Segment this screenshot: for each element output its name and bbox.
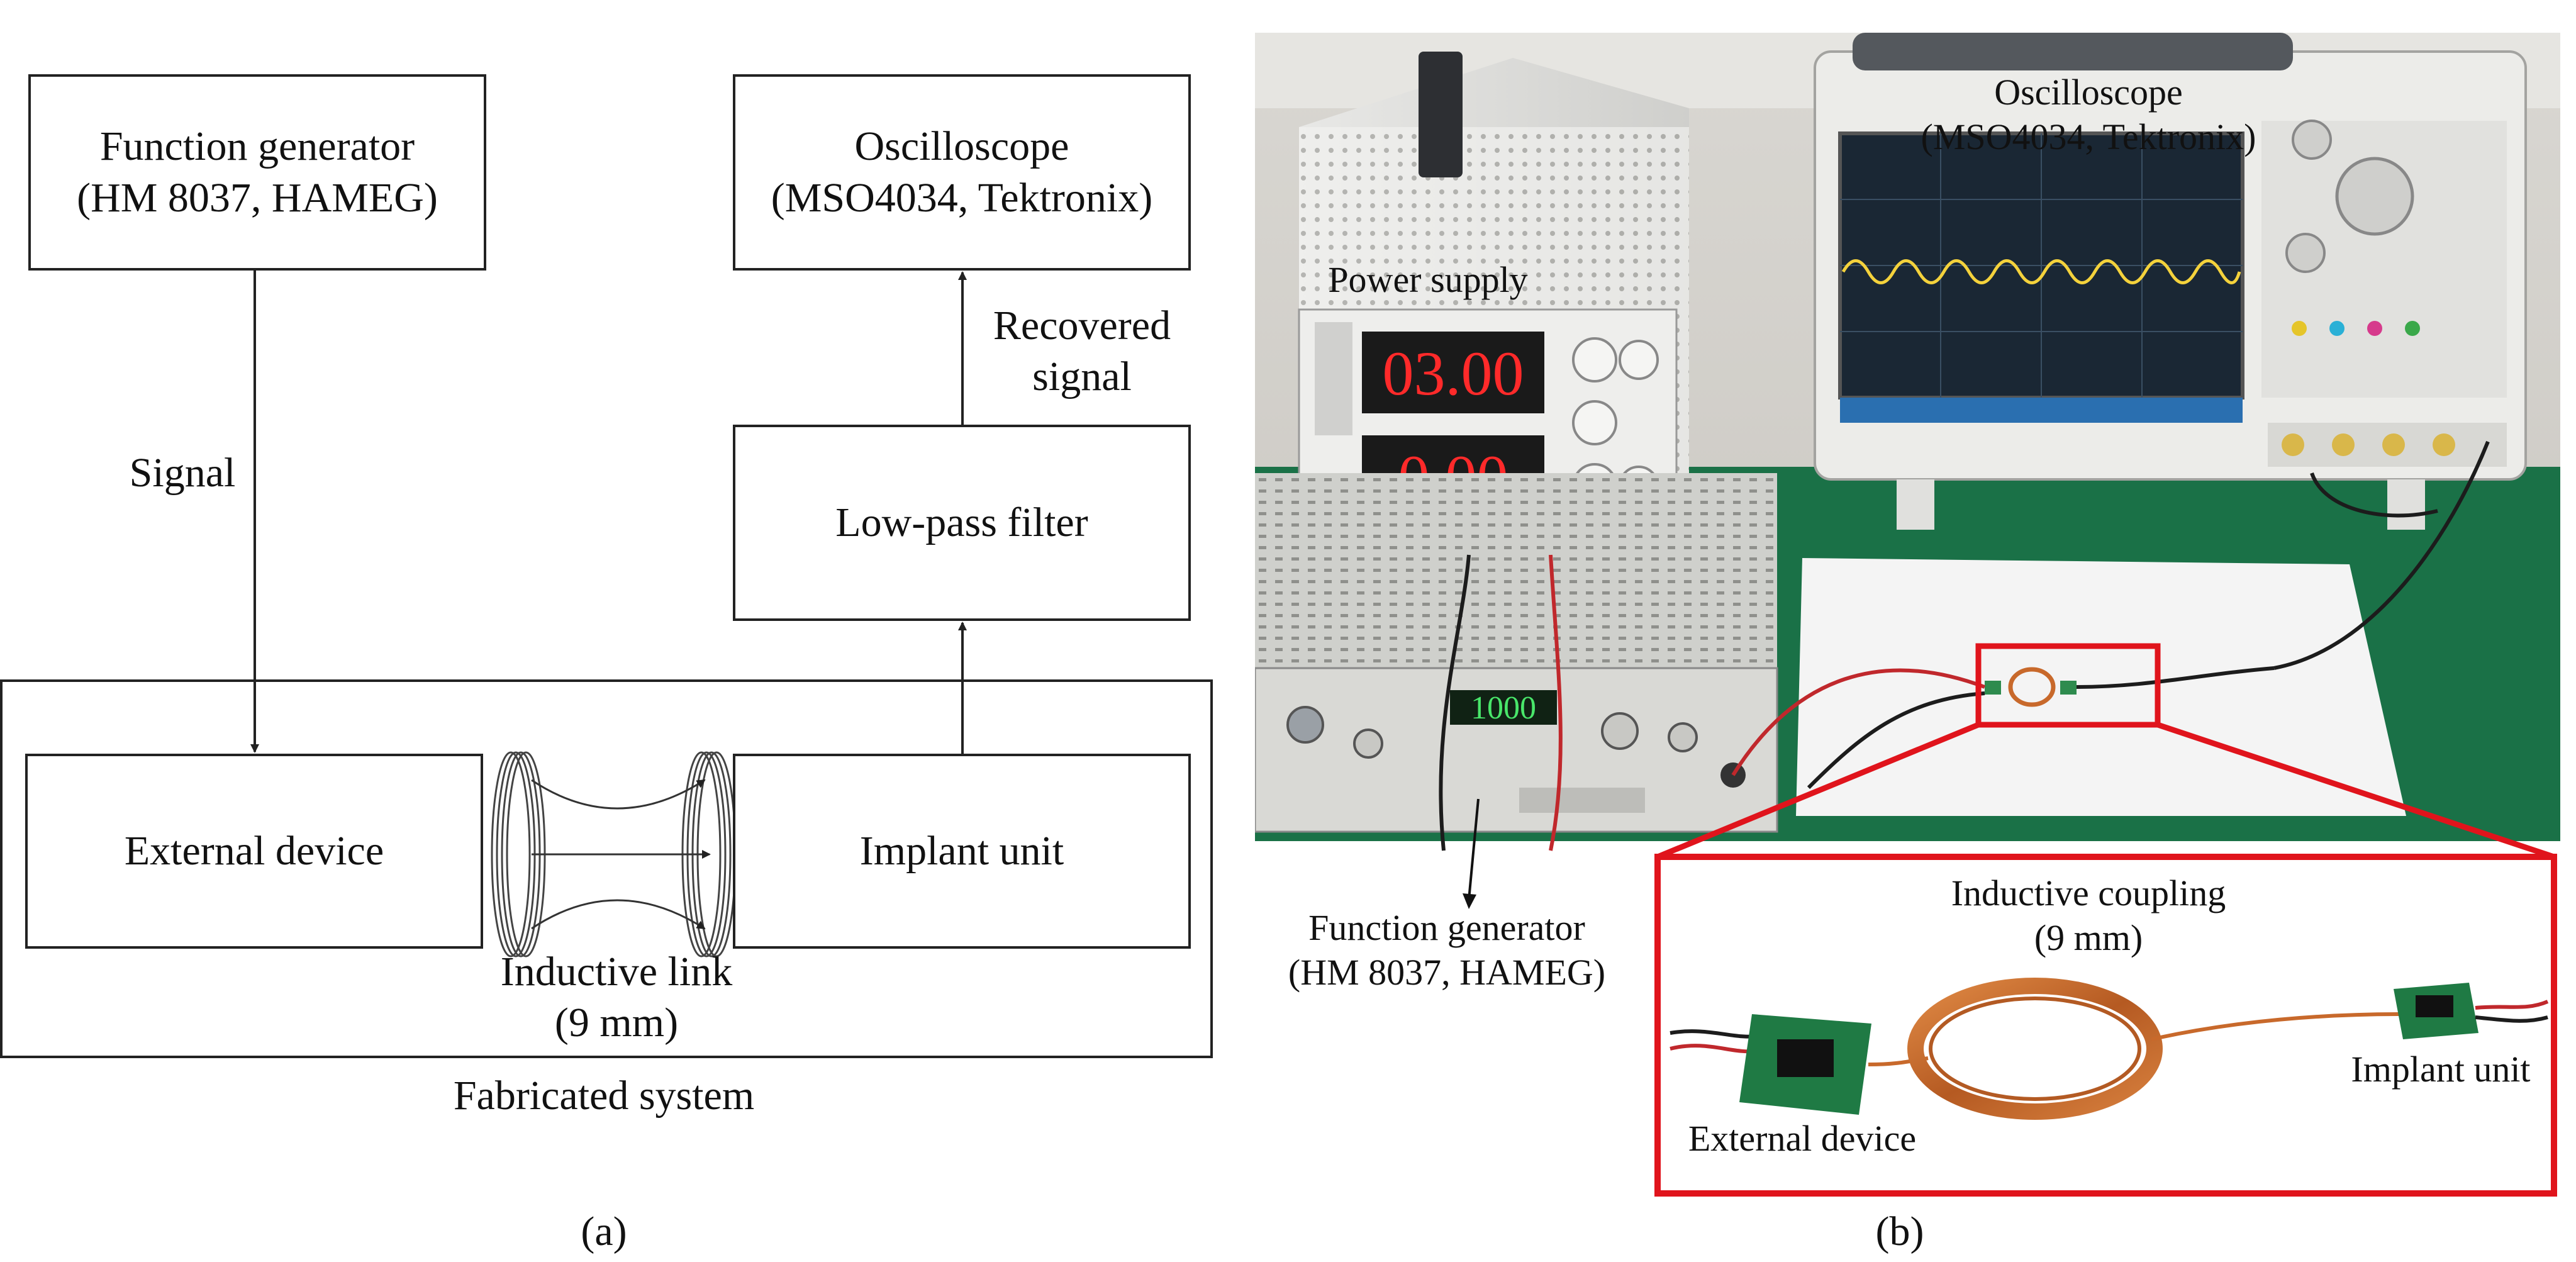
recovered-signal-label: Recovered signal (993, 303, 1171, 399)
implant-unit-block: Implant unit (733, 754, 1191, 949)
lab-setup-photo: 03.00 0.00 1000 (1255, 33, 2560, 1197)
photo-inductive-coupling-label: Inductive coupling (9 mm) (1951, 873, 2226, 958)
external-device-label: External device (124, 827, 384, 874)
oscilloscope-waveform (1841, 259, 2241, 284)
coupling-inset (1654, 854, 2557, 1197)
low-pass-filter-label: Low-pass filter (835, 499, 1088, 545)
inductive-link-label: Inductive link (9 mm) (500, 949, 733, 1046)
function-generator-block: Function generator (HM 8037, HAMEG) (28, 74, 486, 271)
low-pass-filter-block: Low-pass filter (733, 425, 1191, 621)
photo-function-generator-label: Function generator (HM 8037, HAMEG) (1264, 906, 1629, 995)
cables (1439, 440, 2490, 851)
function-generator-label: Function generator (HM 8037, HAMEG) (77, 123, 438, 221)
panel-a-caption: (a) (581, 1209, 627, 1254)
oscilloscope-label: Oscilloscope (MSO4034, Tektronix) (771, 123, 1153, 221)
function-generator-pointer (1463, 798, 1480, 909)
implant-unit-label: Implant unit (859, 827, 1064, 874)
photo-external-device-label: External device (1688, 1118, 1917, 1159)
function-generator-display: 1000 (1471, 690, 1536, 726)
signal-label: Signal (129, 450, 236, 496)
function-generator-unit: 1000 (1255, 473, 1778, 833)
photo-power-supply-label: Power supply (1328, 259, 1528, 300)
inductive-coil-icon (1907, 978, 2163, 1120)
voltage-display: 03.00 (1383, 338, 1524, 408)
external-device-block: External device (25, 754, 483, 949)
oscilloscope-block: Oscilloscope (MSO4034, Tektronix) (733, 74, 1191, 271)
photo-oscilloscope-label: Oscilloscope (MSO4034, Tektronix) (1921, 72, 2256, 157)
fabricated-system-frame (0, 679, 1213, 1058)
panel-b-caption: (b) (1875, 1209, 1924, 1254)
power-supply-unit: 03.00 0.00 (1298, 52, 1689, 588)
oscilloscope-unit (1814, 33, 2527, 530)
magnetic-field-lines (531, 779, 711, 930)
fabricated-system-label: Fabricated system (453, 1073, 755, 1119)
coupling-highlight-box (1975, 643, 2161, 728)
photo-implant-unit-label: Implant unit (2351, 1049, 2531, 1090)
